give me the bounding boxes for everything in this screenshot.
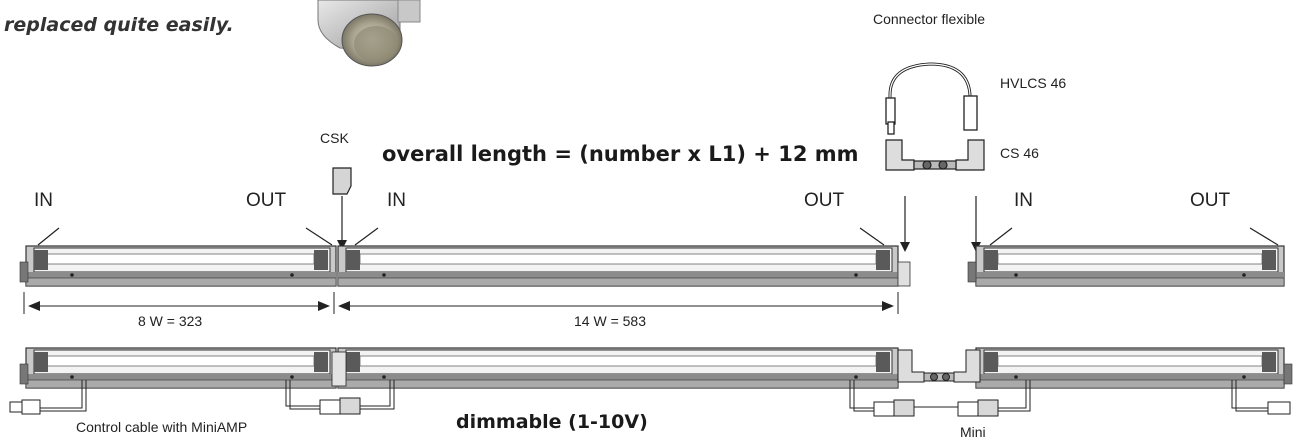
connector-photo: [317, 0, 421, 67]
control-cables: [9, 380, 1291, 417]
luminaire-14w-bottom: [337, 347, 899, 389]
luminaire-14w-top: [337, 245, 911, 287]
port-out-3: OUT: [1190, 190, 1231, 211]
dimension-8w: 8 W = 323: [138, 313, 203, 329]
port-in-1: IN: [34, 190, 53, 211]
port-in-3: IN: [1014, 190, 1033, 211]
dimmable-label: dimmable (1-10V): [456, 411, 648, 433]
port-arrows: [37, 196, 1279, 252]
port-in-2: IN: [387, 190, 406, 211]
csk-coupling-bottom: [331, 351, 347, 387]
hvlcs-46-label: HVLCS 46: [1000, 75, 1067, 91]
intro-text: replaced quite easily.: [4, 14, 234, 36]
overall-length-formula: overall length = (number x L1) + 12 mm: [382, 142, 859, 166]
dimension-14w: 14 W = 583: [574, 313, 646, 329]
csk-clip: [332, 167, 352, 250]
hvlcs-46-connector: [885, 62, 978, 135]
control-cable-caption: Control cable with MiniAMP: [76, 419, 248, 435]
luminaire-right-top: [967, 245, 1285, 287]
cs-46-bottom-link: [897, 349, 981, 383]
connector-flexible-label: Connector flexible: [873, 11, 986, 27]
port-out-2: OUT: [804, 190, 845, 211]
csk-label: CSK: [320, 130, 349, 146]
luminaire-right-bottom: [975, 347, 1293, 389]
cs-46-connector: [885, 139, 985, 171]
port-out-1: OUT: [246, 190, 287, 211]
luminaire-8w-bottom: [19, 347, 337, 389]
dimension-lines: [23, 292, 899, 314]
cs-46-label: CS 46: [1000, 145, 1039, 161]
mini-caption: Mini: [960, 424, 986, 440]
luminaire-8w-top: [19, 245, 337, 287]
